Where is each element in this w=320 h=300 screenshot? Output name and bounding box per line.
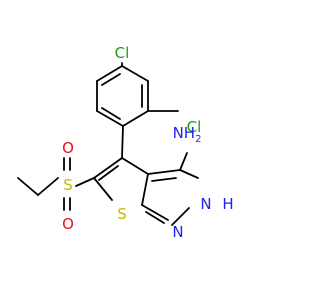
bond: [98, 165, 119, 181]
pyrazole-n-label: N: [172, 223, 183, 241]
thiophene-sulfur-label: S: [117, 205, 127, 223]
atom-labels: Cl Cl NH2 N H N S S O O: [62, 44, 234, 241]
bond: [96, 65, 123, 82]
bond: [101, 73, 121, 86]
sulfonyl-sulfur-label: S: [63, 176, 73, 194]
oxygen-top-label: O: [62, 139, 74, 157]
chlorine-top-label: Cl: [115, 44, 130, 62]
pyrazole-nh-label: N: [200, 195, 211, 213]
chlorine-right-label: Cl: [187, 118, 202, 136]
bond: [93, 177, 113, 201]
bond: [121, 65, 149, 82]
bond: [151, 177, 177, 182]
oxygen-bottom-label: O: [62, 215, 74, 233]
bond: [141, 173, 149, 206]
bond: [179, 152, 188, 171]
bonds: [17, 62, 199, 226]
amine-label: NH2: [173, 124, 202, 145]
bond: [179, 169, 199, 179]
bond: [93, 157, 123, 179]
bond: [75, 177, 95, 187]
bond: [37, 177, 59, 196]
bond: [122, 110, 149, 127]
bond: [147, 169, 181, 175]
bond: [121, 157, 149, 175]
bond: [121, 125, 124, 159]
bond: [171, 207, 190, 226]
bond: [101, 107, 121, 120]
bond: [145, 211, 165, 224]
bond: [141, 204, 169, 221]
hydrogen-label: H: [222, 195, 233, 213]
bond: [96, 110, 124, 127]
molecule-structure: Cl Cl NH2 N H N S S O O: [17, 44, 234, 241]
bond: [17, 177, 39, 196]
